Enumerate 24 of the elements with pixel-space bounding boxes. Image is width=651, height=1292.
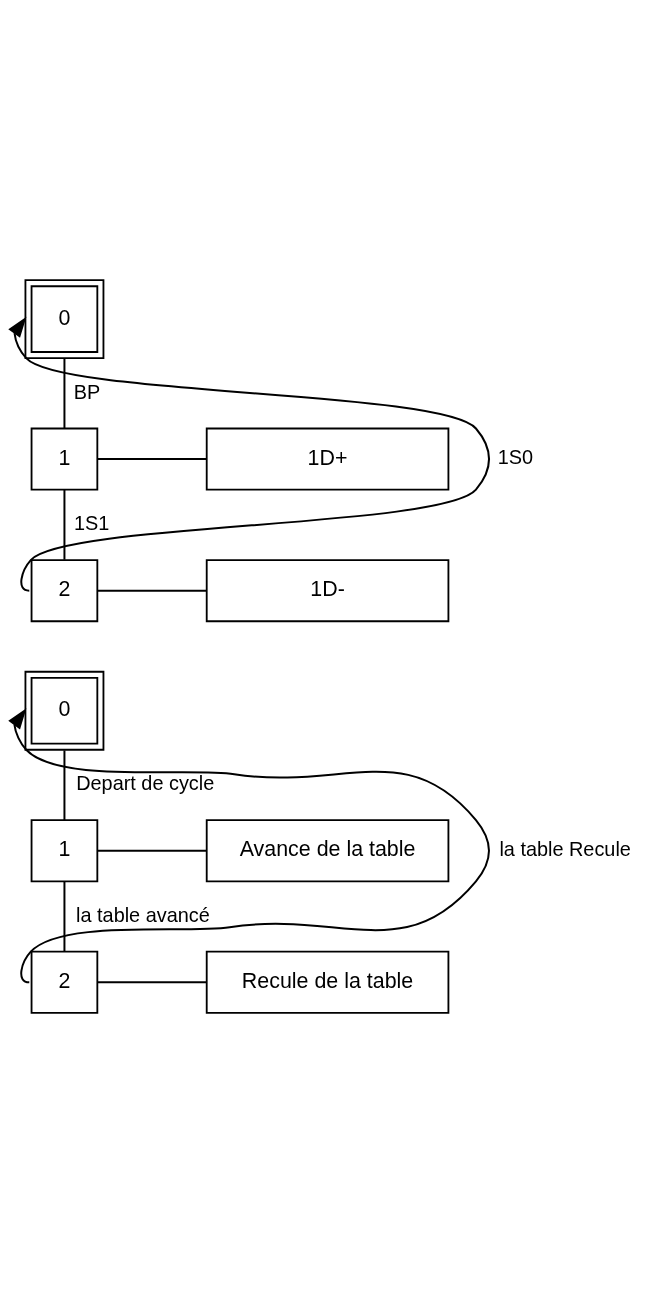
connector <box>63 488 66 561</box>
connector <box>96 589 208 592</box>
node-box: 1 <box>30 427 99 491</box>
node-box: 1 <box>30 818 99 882</box>
connector <box>96 849 208 852</box>
connector <box>63 357 66 429</box>
node-box: Recule de la table <box>205 950 450 1014</box>
edge-label: la table avancé <box>76 903 210 926</box>
node-box: 1D+ <box>205 427 450 491</box>
node-box: Avance de la table <box>205 818 450 882</box>
node-box: 2 <box>30 558 99 622</box>
edge-label: BP <box>73 380 101 403</box>
node-box: 1D- <box>205 558 450 622</box>
node-box: 2 <box>30 950 99 1014</box>
connector <box>96 457 208 460</box>
connector <box>96 980 208 983</box>
connector <box>63 879 66 952</box>
edge-label: 1S1 <box>73 511 110 534</box>
edge-label: la table Recule <box>499 837 631 860</box>
edge-label: Depart de cycle <box>76 771 215 794</box>
connector <box>63 748 66 821</box>
edge-label: 1S0 <box>497 445 534 468</box>
node-box: 0 <box>24 278 105 359</box>
node-box: 0 <box>24 670 105 751</box>
